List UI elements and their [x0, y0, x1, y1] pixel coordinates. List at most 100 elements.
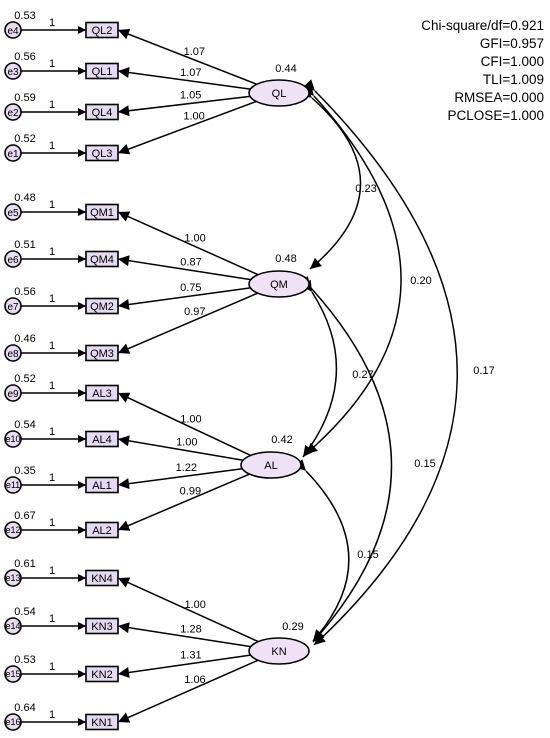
loading-path-al2 [117, 473, 250, 531]
error-node-e7 [4, 297, 22, 315]
error-node-e11 [4, 476, 22, 494]
loading-label-al4: 1.00 [176, 437, 197, 449]
loading-label-al3: 1.00 [180, 413, 201, 425]
error-variance-e3: 0.56 [14, 51, 35, 63]
cov-qm-al-label: 0.27 [352, 369, 373, 381]
error-path-label-e13: 1 [49, 565, 55, 577]
cov-ql-al-curve [302, 84, 402, 455]
indicator-label-kn2: KN2 [91, 669, 112, 681]
cov-al-kn-curve [294, 459, 350, 642]
loading-label-qm2: 0.75 [180, 282, 201, 294]
loading-label-al1: 1.22 [176, 462, 197, 474]
error-label-e1: e1 [7, 149, 19, 160]
indicator-label-al3: AL3 [92, 388, 112, 400]
loading-path-ql1 [117, 67, 251, 90]
fit-index-pclose: PCLOSE=1.000 [448, 108, 544, 123]
error-node-e16 [4, 713, 22, 731]
error-path-label-e10: 1 [49, 426, 55, 438]
latent-variance-ql: 0.44 [275, 63, 296, 75]
cov-ql-qm-curve [300, 86, 362, 270]
loading-path-qm1 [117, 211, 259, 276]
nodes-layer [4, 21, 310, 731]
error-node-e9 [4, 384, 22, 402]
error-label-e4: e4 [7, 26, 19, 37]
indicator-box-ql3 [85, 144, 119, 162]
indicator-box-al2 [85, 521, 119, 539]
error-node-e4 [4, 21, 22, 39]
loading-path-kn2 [117, 654, 251, 678]
latent-node-qm [248, 270, 310, 298]
error-label-e13: e13 [5, 573, 20, 583]
error-label-e12: e12 [5, 525, 20, 535]
loading-label-qm3: 0.97 [184, 306, 205, 318]
indicator-label-qm2: QM2 [90, 301, 114, 313]
error-node-e5 [4, 203, 22, 221]
loading-path-qm3 [117, 292, 258, 354]
error-variance-e8: 0.46 [14, 333, 35, 345]
error-variance-e7: 0.56 [14, 286, 35, 298]
error-label-e8: e8 [7, 349, 19, 360]
cov-ql-kn-curve [303, 79, 458, 646]
error-node-e2 [4, 103, 22, 121]
error-label-e5: e5 [7, 208, 19, 219]
latent-node-al [240, 451, 302, 479]
error-label-e16: e16 [5, 717, 20, 727]
error-node-e8 [4, 344, 22, 362]
loading-path-al4 [117, 435, 244, 461]
error-variance-e2: 0.59 [14, 92, 35, 104]
error-path-label-e4: 1 [49, 17, 55, 29]
loading-label-ql1: 1.07 [180, 67, 201, 79]
error-node-e12 [4, 521, 22, 539]
indicator-box-ql1 [85, 62, 119, 80]
error-variance-e13: 0.61 [14, 558, 35, 570]
loading-path-kn3 [117, 622, 251, 648]
indicator-label-ql1: QL1 [92, 66, 113, 78]
error-variance-e1: 0.52 [14, 133, 35, 145]
fit-index-chi-square: Chi-square/df=0.921 [421, 18, 544, 33]
error-node-e13 [4, 569, 22, 587]
indicator-box-kn2 [85, 665, 119, 683]
indicator-label-kn1: KN1 [91, 717, 112, 729]
loading-path-kn4 [117, 577, 259, 643]
loading-label-kn1: 1.06 [184, 674, 205, 686]
error-node-e15 [4, 665, 22, 683]
loading-path-al3 [117, 392, 251, 457]
error-variance-e6: 0.51 [14, 239, 35, 251]
indicator-box-qm4 [85, 250, 119, 268]
latent-label-kn: KN [271, 646, 286, 658]
indicator-label-al1: AL1 [92, 480, 112, 492]
latent-variance-qm: 0.48 [275, 253, 296, 265]
error-variance-e10: 0.54 [14, 419, 35, 431]
error-label-e7: e7 [7, 302, 19, 313]
indicator-box-ql2 [85, 21, 119, 39]
cov-qm-kn-label: 0.15 [414, 458, 435, 470]
indicator-label-ql4: QL4 [92, 107, 113, 119]
error-variance-e16: 0.64 [14, 702, 35, 714]
error-path-label-e11: 1 [49, 472, 55, 484]
fit-index-tli: TLI=1.009 [483, 72, 544, 87]
loading-label-qm4: 0.87 [180, 256, 201, 268]
error-label-e10: e10 [5, 434, 20, 444]
indicator-label-al2: AL2 [92, 525, 112, 537]
error-path-label-e3: 1 [49, 58, 55, 70]
error-label-e11: e11 [6, 480, 20, 490]
loading-path-ql4 [117, 95, 251, 117]
fit-indices-box: Chi-square/df=0.921 GFI=0.957 CFI=1.000 … [421, 18, 544, 123]
error-path-label-e15: 1 [49, 661, 55, 673]
indicator-label-al4: AL4 [92, 434, 112, 446]
error-path-label-e5: 1 [49, 199, 55, 211]
indicator-label-kn4: KN4 [91, 573, 112, 585]
loading-label-kn3: 1.28 [180, 623, 201, 635]
error-path-label-e16: 1 [49, 709, 55, 721]
error-variance-e11: 0.35 [14, 465, 35, 477]
error-path-label-e7: 1 [49, 293, 55, 305]
latent-variance-kn: 0.29 [282, 621, 303, 633]
loading-label-kn4: 1.00 [184, 599, 205, 611]
error-path-label-e1: 1 [49, 140, 55, 152]
indicator-label-ql3: QL3 [92, 148, 113, 160]
cov-ql-kn-label: 0.17 [473, 365, 494, 377]
edges-layer [21, 26, 458, 726]
cov-qm-kn-curve [299, 276, 393, 643]
loading-path-qm2 [117, 287, 251, 310]
